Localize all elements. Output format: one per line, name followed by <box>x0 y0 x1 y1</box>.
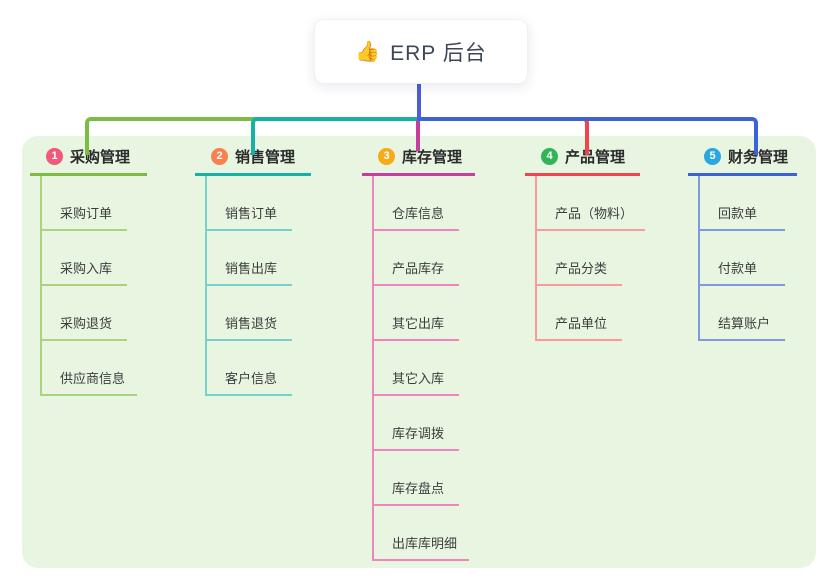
item-outbound-detail[interactable]: 出库库明细 <box>374 506 470 561</box>
branch-sales: 2 销售管理 销售订单 销售出库 销售退货 客户信息 <box>195 146 311 396</box>
background-panel <box>22 136 816 568</box>
item-purchase-return[interactable]: 采购退货 <box>42 286 127 341</box>
branch-purchase-children: 采购订单 采购入库 采购退货 供应商信息 <box>40 176 138 396</box>
item-label: 出库库明细 <box>392 536 458 551</box>
badge-4: 4 <box>541 148 558 165</box>
item-warehouse-info[interactable]: 仓库信息 <box>374 176 459 231</box>
item-label: 其它入库 <box>392 371 445 386</box>
item-label: 销售退货 <box>225 316 278 331</box>
branch-finance-header[interactable]: 5 财务管理 <box>688 146 797 176</box>
badge-1: 1 <box>46 148 63 165</box>
item-label: 采购入库 <box>60 261 113 276</box>
item-label: 产品（物料） <box>555 206 634 221</box>
item-purchase-inbound[interactable]: 采购入库 <box>42 231 127 286</box>
root-node[interactable]: 👍 ERP 后台 <box>314 19 528 84</box>
item-label: 销售出库 <box>225 261 278 276</box>
item-other-outbound[interactable]: 其它出库 <box>374 286 459 341</box>
item-supplier-info[interactable]: 供应商信息 <box>42 341 138 396</box>
item-payment-bill[interactable]: 付款单 <box>700 231 785 286</box>
branch-sales-header[interactable]: 2 销售管理 <box>195 146 311 176</box>
item-sales-order[interactable]: 销售订单 <box>207 176 292 231</box>
root-trunk-line <box>417 82 421 121</box>
item-label: 其它出库 <box>392 316 445 331</box>
item-label: 仓库信息 <box>392 206 445 221</box>
item-label: 采购订单 <box>60 206 113 221</box>
item-settlement-account[interactable]: 结算账户 <box>700 286 785 341</box>
connector-branch-2 <box>251 117 423 155</box>
item-product-category[interactable]: 产品分类 <box>537 231 622 286</box>
item-label: 库存盘点 <box>392 481 445 496</box>
connector-branch-5 <box>419 117 758 155</box>
branch-sales-children: 销售订单 销售出库 销售退货 客户信息 <box>205 176 292 396</box>
item-sales-outbound[interactable]: 销售出库 <box>207 231 292 286</box>
item-label: 结算账户 <box>718 316 771 331</box>
item-product-material[interactable]: 产品（物料） <box>537 176 646 231</box>
item-label: 客户信息 <box>225 371 278 386</box>
badge-3: 3 <box>378 148 395 165</box>
branch-finance-children: 回款单 付款单 结算账户 <box>698 176 785 341</box>
branch-inventory: 3 库存管理 仓库信息 产品库存 其它出库 其它入库 库存调拨 库存盘点 出库库… <box>362 146 475 561</box>
item-purchase-order[interactable]: 采购订单 <box>42 176 127 231</box>
item-label: 付款单 <box>718 261 758 276</box>
item-label: 产品分类 <box>555 261 608 276</box>
badge-5: 5 <box>704 148 721 165</box>
item-label: 产品单位 <box>555 316 608 331</box>
item-stock-taking[interactable]: 库存盘点 <box>374 451 459 506</box>
branch-inventory-header[interactable]: 3 库存管理 <box>362 146 475 176</box>
item-customer-info[interactable]: 客户信息 <box>207 341 292 396</box>
branch-product-children: 产品（物料） 产品分类 产品单位 <box>535 176 646 341</box>
branch-sales-label: 销售管理 <box>235 149 296 166</box>
item-label: 库存调拨 <box>392 426 445 441</box>
badge-2: 2 <box>211 148 228 165</box>
branch-purchase: 1 采购管理 采购订单 采购入库 采购退货 供应商信息 <box>30 146 147 396</box>
branch-finance-label: 财务管理 <box>728 149 789 166</box>
item-other-inbound[interactable]: 其它入库 <box>374 341 459 396</box>
item-label: 采购退货 <box>60 316 113 331</box>
branch-product-label: 产品管理 <box>565 149 626 166</box>
item-product-unit[interactable]: 产品单位 <box>537 286 622 341</box>
branch-inventory-children: 仓库信息 产品库存 其它出库 其它入库 库存调拨 库存盘点 出库库明细 <box>372 176 470 561</box>
connector-branch-3 <box>416 121 420 151</box>
item-product-stock[interactable]: 产品库存 <box>374 231 459 286</box>
thumbs-up-icon: 👍 <box>355 40 381 63</box>
item-sales-return[interactable]: 销售退货 <box>207 286 292 341</box>
item-label: 回款单 <box>718 206 758 221</box>
branch-product-header[interactable]: 4 产品管理 <box>525 146 640 176</box>
branch-product: 4 产品管理 产品（物料） 产品分类 产品单位 <box>525 146 646 341</box>
branch-finance: 5 财务管理 回款单 付款单 结算账户 <box>688 146 797 341</box>
item-label: 产品库存 <box>392 261 445 276</box>
item-receipt-bill[interactable]: 回款单 <box>700 176 785 231</box>
item-label: 销售订单 <box>225 206 278 221</box>
root-title: ERP 后台 <box>390 41 487 65</box>
item-label: 供应商信息 <box>60 371 126 386</box>
item-stock-transfer[interactable]: 库存调拨 <box>374 396 459 451</box>
